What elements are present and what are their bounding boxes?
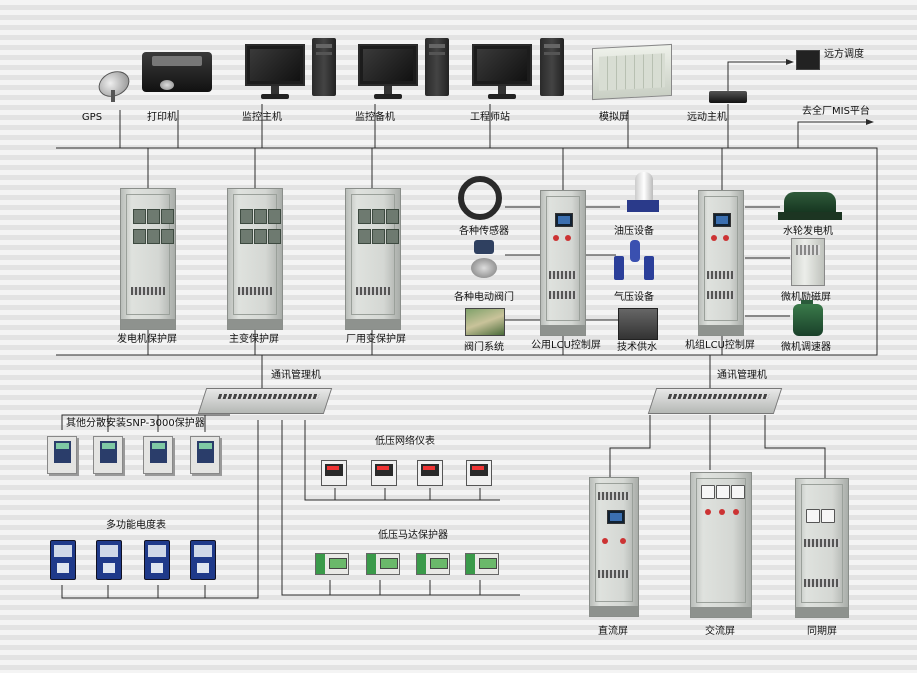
label-valves: 各种电动阀门 <box>454 292 514 303</box>
motor-protector-4 <box>465 553 499 575</box>
label-comm-manager-left: 通讯管理机 <box>271 370 321 381</box>
snp-protector-1 <box>47 436 77 474</box>
unit-lcu-cabinet <box>698 190 744 336</box>
label-air-pressure: 气压设备 <box>614 292 654 303</box>
label-monitor-main: 监控主机 <box>242 112 282 123</box>
ac-panel-cabinet <box>690 472 752 618</box>
label-mimic-screen: 模拟屏 <box>599 112 629 123</box>
snp-protector-4 <box>190 436 220 474</box>
remote-host-icon <box>709 91 747 103</box>
snp-protector-3 <box>143 436 173 474</box>
energy-meter-4 <box>190 540 216 580</box>
label-generator-protection: 发电机保护屏 <box>117 334 177 345</box>
printer-icon <box>142 52 212 92</box>
air-pressure-unit-icon <box>614 240 654 280</box>
label-station-transformer-protection: 厂用变保护屏 <box>346 334 406 345</box>
label-comm-manager-right: 通讯管理机 <box>717 370 767 381</box>
label-mis-platform: 去全厂MIS平台 <box>802 106 870 117</box>
monitor-backup-icon <box>358 44 418 102</box>
main-transformer-protection-cabinet <box>227 188 283 330</box>
turbine-generator-icon <box>778 186 842 220</box>
station-transformer-protection-cabinet <box>345 188 401 330</box>
electric-valve-icon <box>471 240 497 280</box>
gate-system-photo <box>465 308 505 336</box>
pc-tower-main-icon <box>312 38 336 96</box>
energy-meter-2 <box>96 540 122 580</box>
gps-antenna-icon <box>94 66 134 102</box>
label-gate-system: 阀门系统 <box>464 342 504 353</box>
label-engineer-station: 工程师站 <box>470 112 510 123</box>
label-sync-panel: 同期屏 <box>807 626 837 637</box>
sync-panel-cabinet <box>795 478 849 618</box>
motor-protector-1 <box>315 553 349 575</box>
dc-panel-cabinet <box>589 477 639 617</box>
monitor-main-icon <box>245 44 305 102</box>
network-meter-1 <box>321 460 347 486</box>
energy-meter-3 <box>144 540 170 580</box>
label-dc-panel: 直流屏 <box>598 626 628 637</box>
label-excitation: 微机励磁屏 <box>781 292 831 303</box>
label-public-lcu: 公用LCU控制屏 <box>531 340 601 351</box>
network-meter-4 <box>466 460 492 486</box>
label-turbine-generator: 水轮发电机 <box>783 226 833 237</box>
generator-protection-cabinet <box>120 188 176 330</box>
oil-pressure-unit-icon <box>627 172 659 212</box>
water-supply-unit-icon <box>618 308 658 340</box>
label-governor: 微机调速器 <box>781 342 831 353</box>
remote-dispatch-icon <box>796 50 820 70</box>
snp-protector-2 <box>93 436 123 474</box>
label-sensors: 各种传感器 <box>459 226 509 237</box>
mimic-screen-icon <box>592 43 672 101</box>
label-monitor-backup: 监控备机 <box>355 112 395 123</box>
sensor-icon <box>458 176 502 220</box>
label-printer: 打印机 <box>147 112 177 123</box>
label-water-supply: 技术供水 <box>617 342 657 353</box>
monitor-engineer-icon <box>472 44 532 102</box>
label-main-transformer-protection: 主变保护屏 <box>229 334 279 345</box>
energy-meter-1 <box>50 540 76 580</box>
label-snp-protectors: 其他分散安装SNP-3000保护器 <box>66 418 205 429</box>
label-remote-dispatch: 远方调度 <box>824 49 864 60</box>
pc-tower-backup-icon <box>425 38 449 96</box>
label-network-meters: 低压网络仪表 <box>375 436 435 447</box>
motor-protector-3 <box>416 553 450 575</box>
label-remote-host: 远动主机 <box>687 112 727 123</box>
label-gps: GPS <box>81 112 103 123</box>
excitation-cabinet-icon <box>791 238 825 286</box>
label-motor-protectors: 低压马达保护器 <box>378 530 448 541</box>
network-meter-3 <box>417 460 443 486</box>
public-lcu-cabinet <box>540 190 586 336</box>
comm-manager-left <box>197 388 333 414</box>
label-oil-pressure: 油压设备 <box>614 226 654 237</box>
network-meter-2 <box>371 460 397 486</box>
label-energy-meters: 多功能电度表 <box>106 520 166 531</box>
comm-manager-right <box>647 388 783 414</box>
governor-icon <box>789 300 827 340</box>
pc-tower-engineer-icon <box>540 38 564 96</box>
label-unit-lcu: 机组LCU控制屏 <box>685 340 755 351</box>
motor-protector-2 <box>366 553 400 575</box>
label-ac-panel: 交流屏 <box>705 626 735 637</box>
